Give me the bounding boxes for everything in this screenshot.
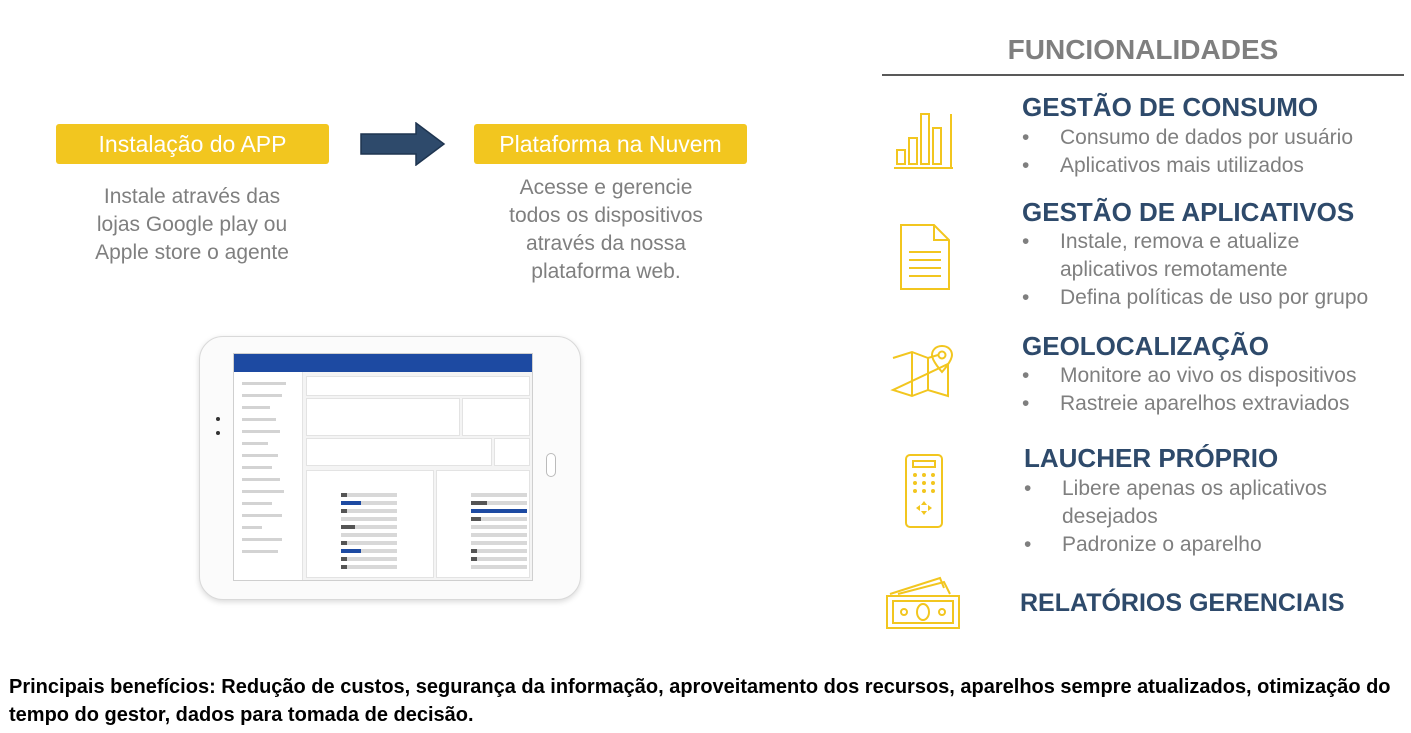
list-item: Libere apenas os aplicativos desejados <box>1024 475 1327 531</box>
list-item: Defina políticas de uso por grupo <box>1022 284 1368 312</box>
dashboard-version-card <box>494 438 530 466</box>
desc-line: plataforma web. <box>531 260 681 283</box>
document-icon <box>900 224 950 290</box>
tablet-mockup <box>199 336 581 600</box>
money-icon <box>886 576 960 629</box>
desc-line: Instale através das <box>103 185 281 208</box>
list-item: Monitore ao vivo os dispositivos <box>1022 362 1356 390</box>
tablet-home-button <box>546 453 556 477</box>
list-item: Aplicativos mais utilizados <box>1022 152 1353 180</box>
desc-line: através da nossa <box>526 232 686 255</box>
features-title: FUNCIONALIDADES <box>1007 34 1279 65</box>
tablet-camera <box>216 417 220 421</box>
step-cloud-description: Acesse e gerencie todos os dispositivos … <box>476 174 736 286</box>
desc-line: Acesse e gerencie <box>519 176 693 199</box>
desc-line: Apple store o agente <box>95 241 289 264</box>
dashboard-storage-card <box>436 470 530 578</box>
dashboard-location-card <box>462 398 530 436</box>
section-bullets-consumption: Consumo de dados por usuário Aplicativos… <box>1022 124 1353 180</box>
list-item: Padronize o aparelho <box>1024 531 1327 559</box>
section-bullets-geolocation: Monitore ao vivo os dispositivos Rastrei… <box>1022 362 1356 418</box>
list-item: Consumo de dados por usuário <box>1022 124 1353 152</box>
desc-line: lojas Google play ou <box>96 213 288 236</box>
arrow-right-icon <box>360 122 446 166</box>
bar-chart-icon <box>894 113 953 169</box>
dashboard-stats <box>306 376 530 396</box>
section-title-reports: RELATÓRIOS GERENCIAIS <box>1020 589 1345 617</box>
dashboard-alerts-card <box>306 398 460 436</box>
list-item: Rastreie aparelhos extraviados <box>1022 390 1356 418</box>
list-item: Instale, remova e atualize aplicativos r… <box>1022 228 1368 284</box>
step-install-app: Instalação do APP <box>56 124 329 164</box>
section-title-applications: GESTÃO DE APLICATIVOS <box>1022 197 1355 227</box>
benefits-text: Principais benefícios: Redução de custos… <box>9 676 1391 726</box>
map-pin-icon <box>890 344 954 398</box>
dashboard-topbar <box>234 354 532 372</box>
dashboard-battery-card <box>306 470 434 578</box>
section-title-geolocation: GEOLOCALIZAÇÃO <box>1022 331 1269 361</box>
section-bullets-applications: Instale, remova e atualize aplicativos r… <box>1022 228 1368 312</box>
step-install-description: Instale através das lojas Google play ou… <box>62 183 322 267</box>
section-bullets-launcher: Libere apenas os aplicativos desejados P… <box>1024 475 1327 559</box>
section-title-launcher: LAUCHER PRÓPRIO <box>1024 443 1279 473</box>
dashboard-sidebar <box>234 372 303 580</box>
desc-line: todos os dispositivos <box>509 204 703 227</box>
step-cloud-platform: Plataforma na Nuvem <box>474 124 747 164</box>
features-divider <box>882 74 1404 76</box>
tablet-sensor <box>216 431 220 435</box>
remote-control-icon <box>905 454 943 528</box>
dashboard-apps-card <box>306 438 492 466</box>
section-title-consumption: GESTÃO DE CONSUMO <box>1022 92 1319 122</box>
dashboard-screenshot <box>233 353 533 581</box>
